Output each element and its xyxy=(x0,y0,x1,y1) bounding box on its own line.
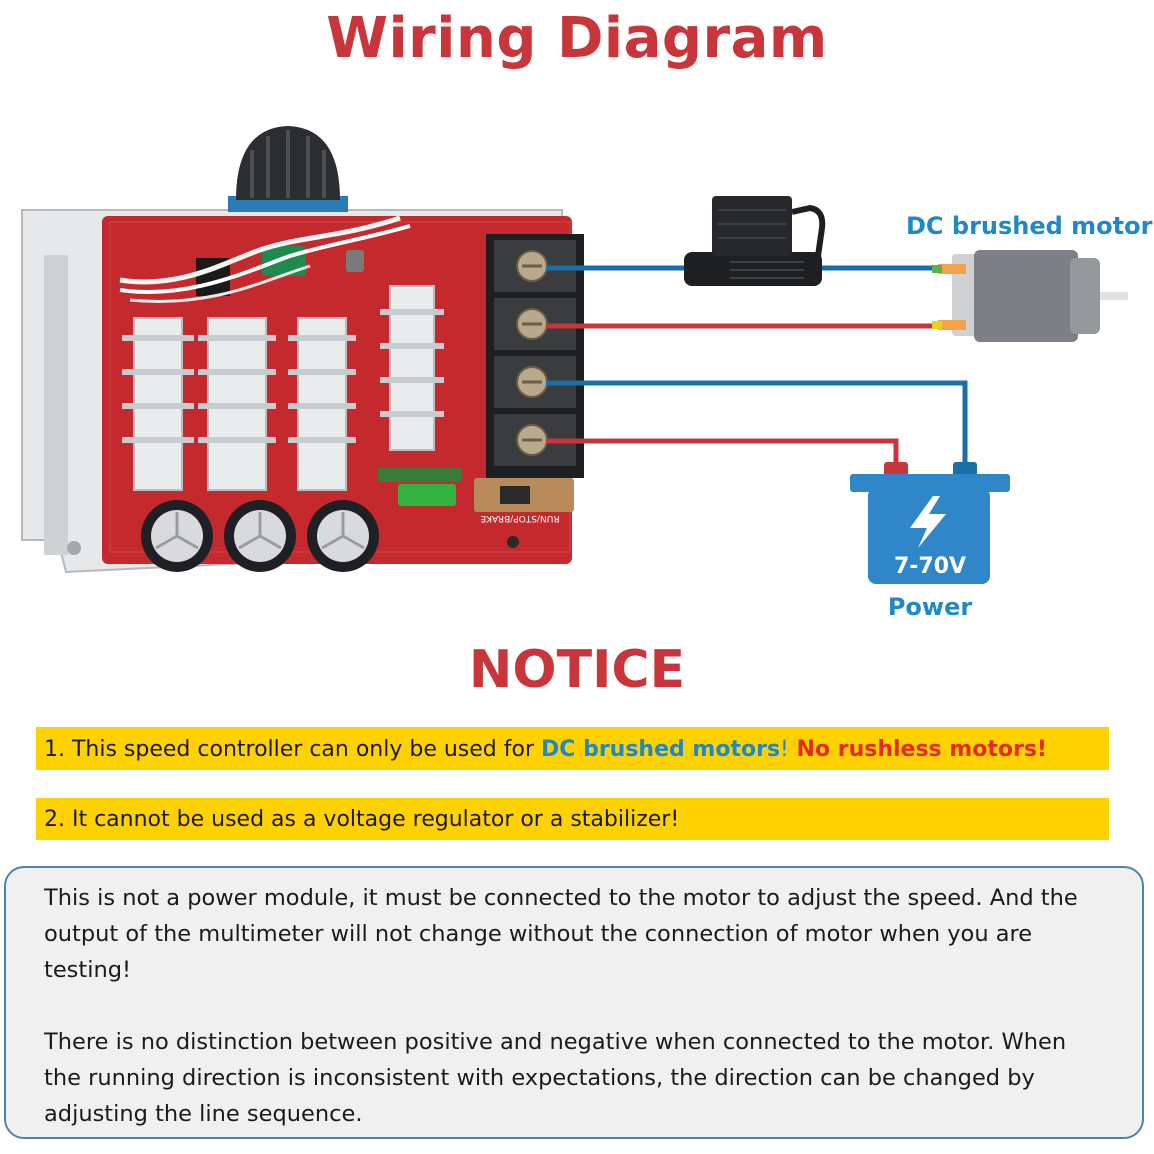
info-paragraph-1: This is not a power module, it must be c… xyxy=(44,880,1100,988)
voltage-label: 7-70V xyxy=(850,554,1010,579)
wiring-diagram: RUN/STOP/BRAKE xyxy=(0,95,1154,625)
page-title: Wiring Diagram xyxy=(0,6,1154,71)
power-label: Power xyxy=(850,593,1010,621)
notice-item-1-highlight-blue: DC brushed motors xyxy=(541,737,780,762)
info-paragraph-2: There is no distinction between positive… xyxy=(44,1024,1100,1132)
dc-motor-illustration xyxy=(932,250,1128,342)
fuse-holder xyxy=(684,196,822,286)
speed-knob xyxy=(228,126,348,212)
notice-item-1-text: 1. This speed controller can only be use… xyxy=(44,737,541,762)
switch-label: RUN/STOP/BRAKE xyxy=(480,513,559,523)
capacitors xyxy=(141,500,379,572)
motor-label: DC brushed motor xyxy=(906,212,1152,240)
info-box: This is not a power module, it must be c… xyxy=(4,866,1144,1139)
notice-item-1-highlight-red: No rushless motors! xyxy=(789,737,1047,762)
notice-item-1-separator: ! xyxy=(780,737,789,762)
notice-item-2: 2. It cannot be used as a voltage regula… xyxy=(36,798,1109,840)
notice-item-1: 1. This speed controller can only be use… xyxy=(36,727,1109,770)
fuse-component xyxy=(398,484,456,506)
notice-heading: NOTICE xyxy=(0,640,1154,700)
wires xyxy=(546,268,965,470)
